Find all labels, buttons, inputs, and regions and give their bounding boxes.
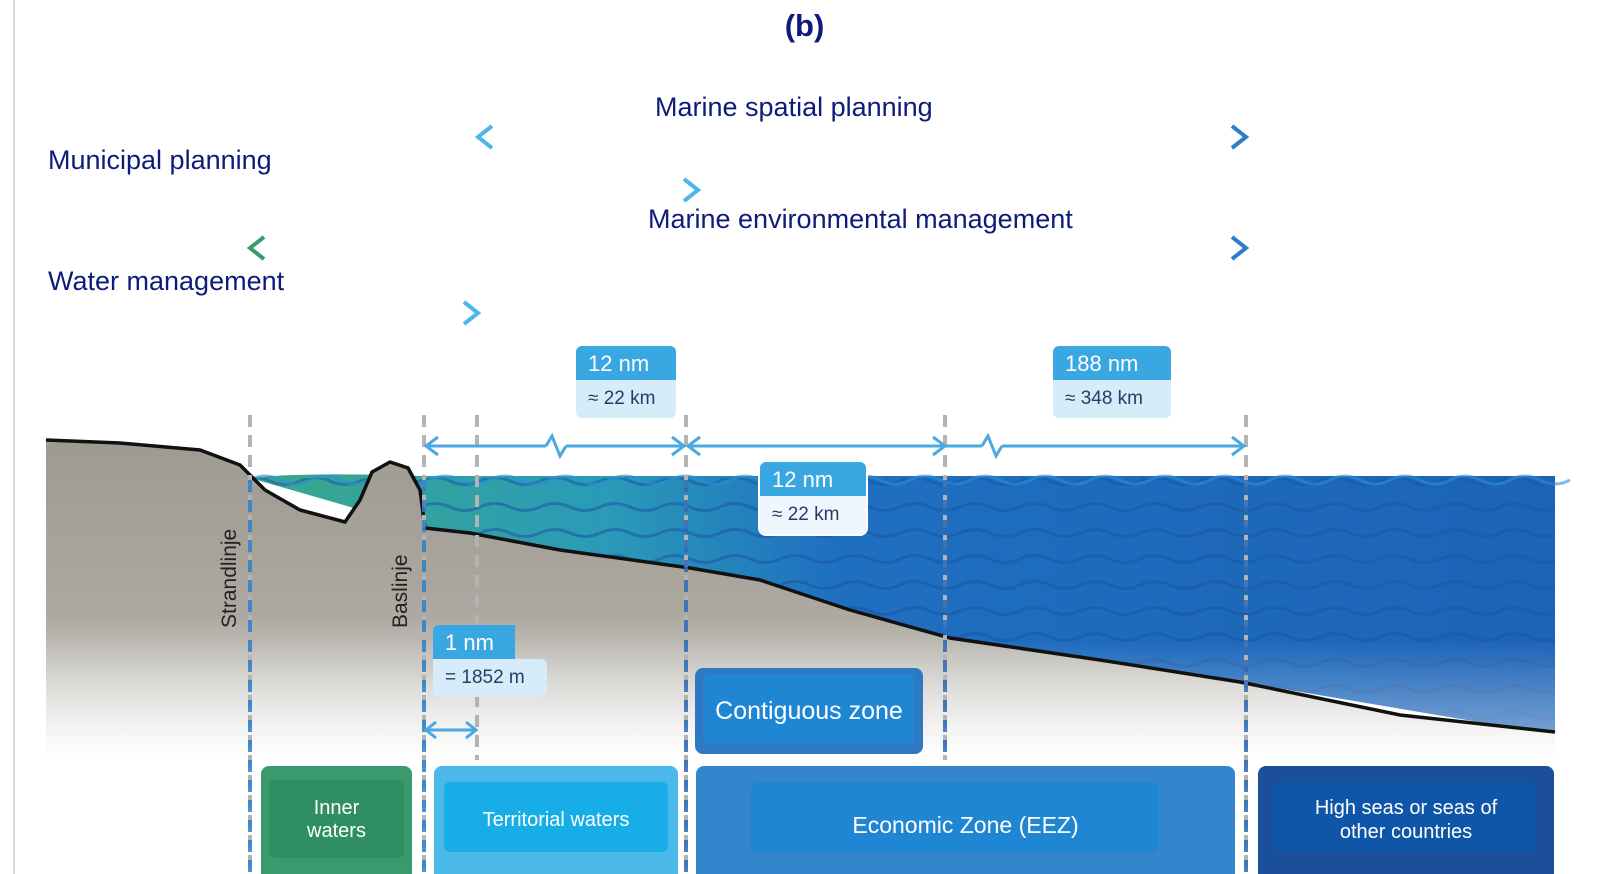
coastline [45,438,1556,734]
water-management-label: Water management [48,266,285,296]
contiguous-distance-badge: 12 nm ≈ 22 km [760,462,866,534]
eez-box: Economic Zone (EEZ) [696,766,1235,874]
left-border-line [13,0,15,874]
one-nm-distance-arrow [423,720,479,740]
eez-label: Economic Zone (EEZ) [852,811,1079,838]
marine-environmental-label: Marine environmental management [648,204,1073,234]
territorial-km: ≈ 22 km [576,380,676,418]
territorial-distance-arrow [423,432,687,460]
eez-distance-badge: 188 nm ≈ 348 km [1053,346,1171,418]
territorial-distance-badge: 12 nm ≈ 22 km [576,346,676,418]
water-distance-badge: 1 nm = 1852 m [433,625,547,697]
water-management-arrow [46,300,482,326]
high-seas-label: High seas or seas of other countries [1314,797,1498,843]
territorial-nm: 12 nm [576,346,676,380]
contiguous-zone-label: Contiguous zone [715,696,903,725]
water-m: = 1852 m [433,659,547,697]
water-nm: 1 nm [433,625,515,659]
eez-km: ≈ 348 km [1053,380,1171,418]
contiguous-nm: 12 nm [760,462,866,496]
inner-waters-box: Inner waters [261,766,412,874]
eez-nm: 188 nm [1053,346,1171,380]
marine-spatial-arrow [474,124,1250,150]
sea-surface [249,474,1571,486]
eez-distance-arrow [685,432,1247,460]
territorial-waters-box: Territorial waters [434,766,678,874]
territorial-waters-label: Territorial waters [482,808,630,831]
contiguous-zone-box: Contiguous zone [695,668,923,754]
inner-waters-label: Inner waters [307,797,366,842]
high-seas-box: High seas or seas of other countries [1258,766,1554,874]
shoreline-label: Strandlinje [218,528,241,628]
baseline-label: Baslinje [389,554,412,628]
contiguous-km: ≈ 22 km [760,496,866,534]
marine-spatial-label: Marine spatial planning [655,92,933,122]
marine-environmental-arrow [246,235,1250,261]
municipal-arrow [46,177,702,203]
panel-label: (b) [784,8,825,43]
municipal-label: Municipal planning [48,145,272,175]
